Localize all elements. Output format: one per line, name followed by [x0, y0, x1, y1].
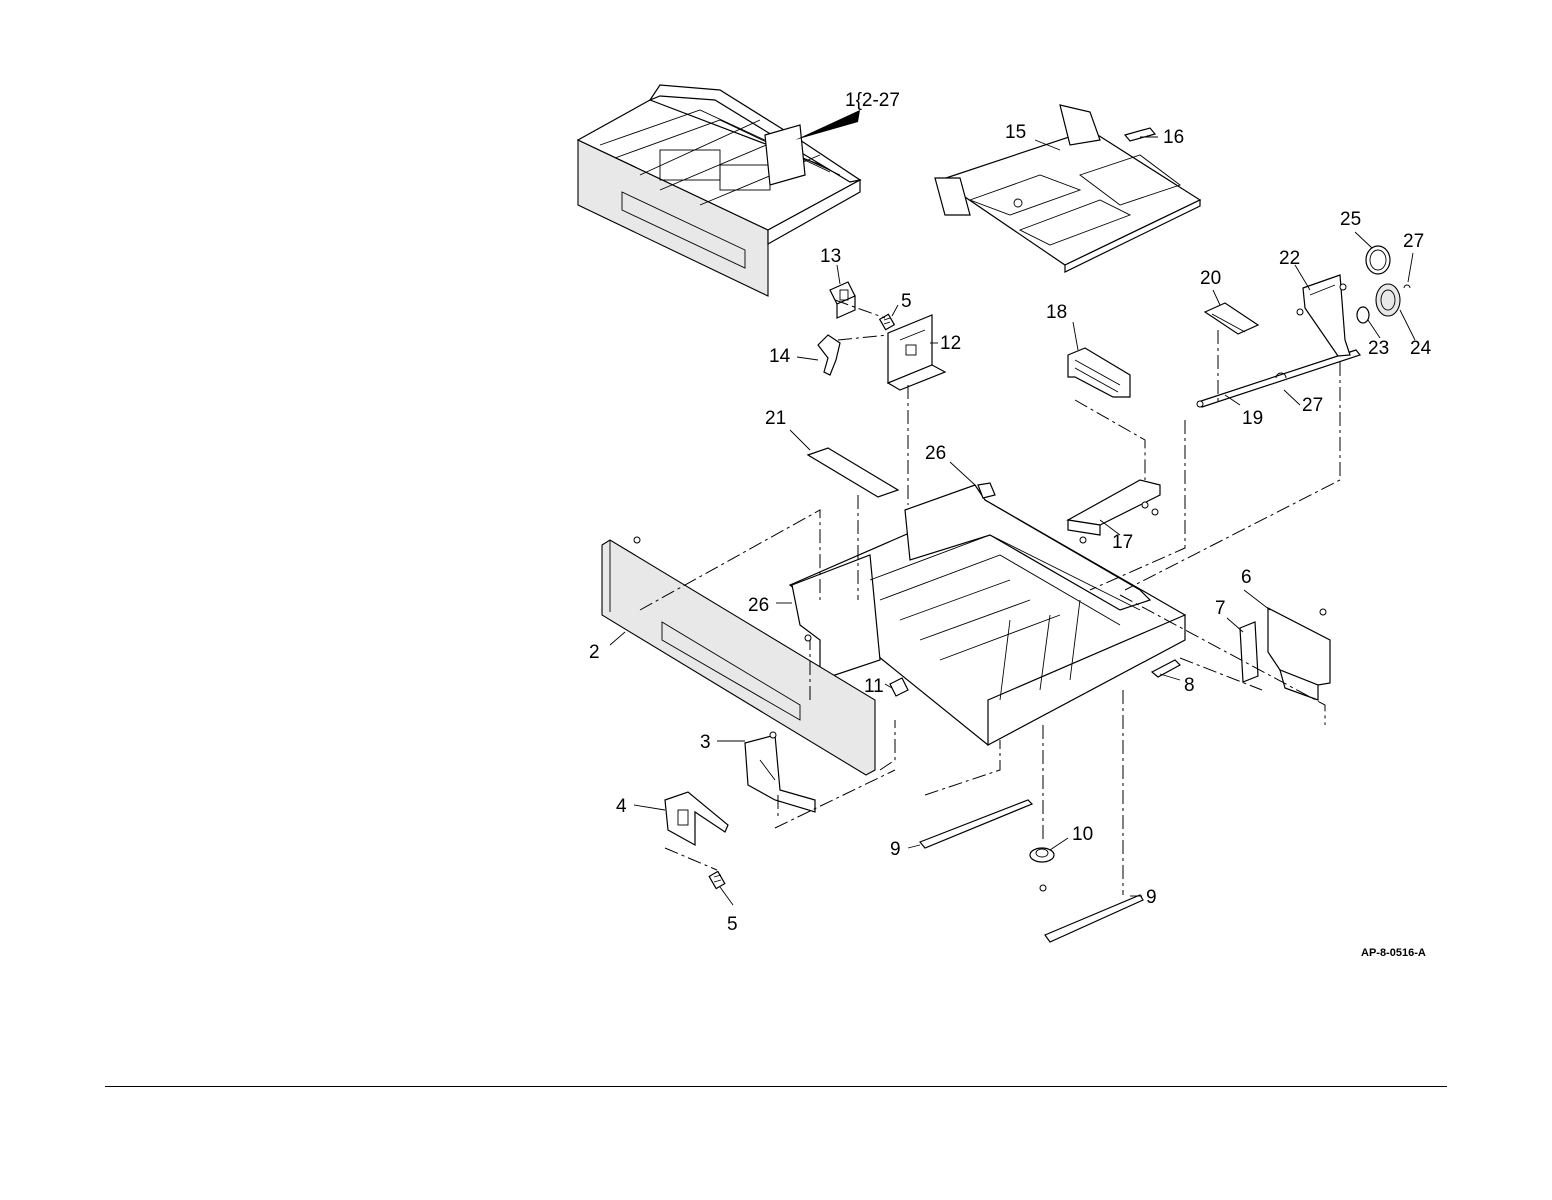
footer-rule	[105, 1086, 1447, 1087]
callout-13: 13	[820, 246, 841, 267]
callout-27-mid: 27	[1302, 395, 1323, 416]
guide-part-18	[1068, 348, 1130, 397]
plate-part-6	[1268, 608, 1330, 700]
bracket-part-12	[888, 315, 945, 390]
callout-assembly: 1{2-27	[845, 90, 900, 111]
callout-26-top: 26	[925, 443, 946, 464]
rail-part-9-right	[1045, 895, 1143, 942]
gear-part-25	[1366, 246, 1390, 274]
callout-2: 2	[589, 642, 600, 663]
callout-20: 20	[1200, 268, 1221, 289]
callout-10: 10	[1072, 824, 1093, 845]
callout-19: 19	[1242, 408, 1263, 429]
callout-24: 24	[1410, 338, 1432, 359]
pad-part-7	[1240, 622, 1258, 682]
gear-part-10	[1030, 848, 1054, 891]
callout-7: 7	[1215, 598, 1226, 619]
figure-id: AP-8-0516-A	[1361, 947, 1426, 959]
callout-15: 15	[1005, 122, 1026, 143]
callout-18: 18	[1046, 302, 1067, 323]
tray-assembly-view	[578, 85, 860, 296]
callout-4: 4	[616, 796, 627, 817]
callout-16: 16	[1163, 127, 1184, 148]
callout-27-top: 27	[1403, 231, 1424, 252]
callout-14: 14	[769, 346, 791, 367]
pad-part-20	[1205, 303, 1258, 334]
spring-part-5-top	[880, 314, 895, 329]
callout-9-right: 9	[1146, 887, 1157, 908]
callout-26-left: 26	[748, 595, 769, 616]
callout-17: 17	[1112, 532, 1133, 553]
callout-9-left: 9	[890, 839, 901, 860]
callout-25: 25	[1340, 209, 1361, 230]
bracket-part-4	[665, 792, 728, 845]
callout-23: 23	[1368, 338, 1389, 359]
callout-8: 8	[1184, 675, 1195, 696]
bottom-plate-part-15	[935, 105, 1200, 272]
spring-part-5-bottom	[709, 871, 725, 888]
plate-part-22	[1297, 275, 1350, 356]
callout-11: 11	[864, 676, 884, 697]
callout-12: 12	[940, 333, 961, 354]
callout-5-top: 5	[901, 291, 912, 312]
callout-21: 21	[765, 408, 786, 429]
label-part-21	[808, 448, 898, 497]
callout-3: 3	[700, 732, 711, 753]
guide-part-8	[1152, 660, 1180, 677]
rail-part-9-left	[920, 800, 1032, 848]
e-ring-part-27-top	[1404, 285, 1410, 288]
callout-6: 6	[1241, 567, 1252, 588]
gear-part-24	[1376, 284, 1400, 316]
lever-part-14	[818, 335, 840, 375]
bracket-part-13	[830, 282, 855, 318]
bracket-part-3	[745, 732, 815, 812]
callout-5-bottom: 5	[727, 914, 738, 935]
shaft-part-19	[1197, 350, 1360, 407]
latch-part-11	[890, 678, 908, 696]
callout-22: 22	[1279, 248, 1300, 269]
bushing-part-23	[1357, 307, 1369, 323]
